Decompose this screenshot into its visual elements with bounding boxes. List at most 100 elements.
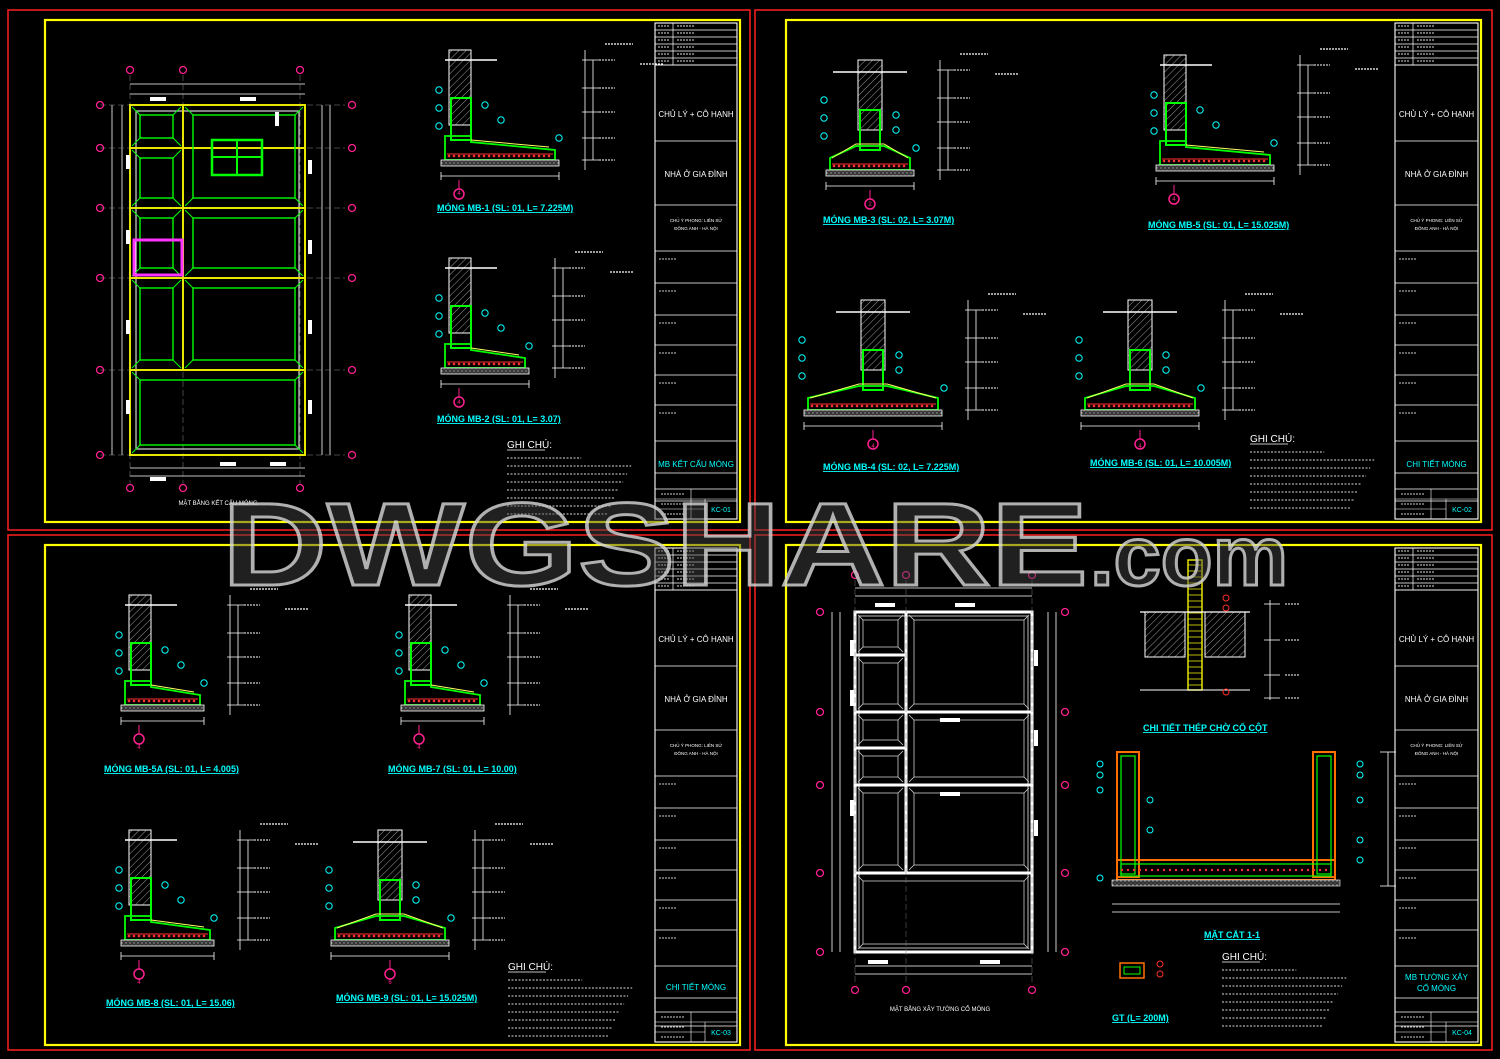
callout-bubbles: [395, 631, 488, 687]
title-block-drawing-title: MB KẾT CẤU MÓNG: [658, 459, 734, 469]
grid-axis-marker: [1027, 985, 1037, 995]
title-block-drawing-title: MB TƯỜNG XÂY: [1405, 973, 1469, 982]
grid-axis-marker: [95, 273, 105, 283]
grid-axis-marker: [347, 273, 357, 283]
rebar-dots: [337, 934, 441, 938]
grid-axis-marker: [178, 65, 188, 75]
grid-axis-marker: [850, 985, 860, 995]
plan-caption: MẶT BẰNG KẾT CẤU MÓNG: [178, 499, 257, 507]
section-marker-number: 4: [457, 191, 461, 197]
grid-axis-marker: [1060, 780, 1070, 790]
elevation-ladder: [1222, 293, 1303, 420]
rebar-dots: [447, 362, 521, 366]
footing-section-detail: [1150, 48, 1378, 205]
section-marker-number: 4: [137, 745, 141, 751]
tie-beam-detail: [1119, 960, 1164, 979]
grid-axis-marker: [347, 143, 357, 153]
watermark-main: DWGSHARE: [222, 479, 1088, 611]
footing-section-detail: [820, 53, 1018, 210]
notes-heading: GHI CHÚ:: [507, 438, 552, 451]
elevation-ladder: [227, 588, 308, 715]
detail-label: MÓNG MB-6 (SL: 01, L= 10.005M): [1090, 457, 1231, 468]
grid-axis-marker: [347, 450, 357, 460]
title-block: CHỦ LÝ + CÔ HẠNH NHÀ Ở GIA ĐÌNH CHỦ Ý PHON…: [654, 22, 738, 520]
rebar-dots: [1162, 159, 1266, 163]
drawing-frame: [43, 18, 742, 524]
title-block-drawing-title-2: CỔ MÓNG: [1417, 984, 1456, 993]
text-placeholder: [1222, 969, 1347, 1027]
footing-section-detail: [115, 823, 318, 980]
callout-bubbles: [115, 631, 208, 687]
elevation-ladder: [582, 43, 663, 170]
title-block-drawing-title: CHI TIẾT MÓNG: [666, 982, 726, 992]
footing-section-detail: [435, 43, 663, 200]
grid-axis-marker: [815, 780, 825, 790]
section-1-1: [1096, 751, 1396, 913]
sheet-border: [7, 9, 751, 531]
grid-axis-marker: [850, 570, 860, 580]
title-block-sheet-number: KC-02: [1452, 507, 1472, 514]
rebar-dots: [832, 164, 906, 168]
rebar-dots: [407, 699, 476, 703]
title-block-project: NHÀ Ở GIA ĐÌNH: [1405, 170, 1469, 179]
footing-section-detail: [325, 823, 553, 980]
elevation-ladder: [507, 588, 588, 715]
grid-axis-marker: [95, 143, 105, 153]
title-block-sheet-number: KC-01: [711, 507, 731, 514]
grid-axis-marker: [1060, 607, 1070, 617]
detail-label: MÓNG MB-9 (SL: 01, L= 15.025M): [336, 992, 477, 1003]
sheet-border: [754, 534, 1493, 1051]
title-block-owner: CHỦ LÝ + CÔ HẠNH: [658, 110, 734, 119]
section-marker-number: 4: [1172, 197, 1176, 203]
title-block-owner: CHỦ LÝ + CÔ HẠNH: [1399, 635, 1475, 644]
detail-label: MẶT CẮT 1-1: [1204, 930, 1260, 940]
title-block-address: CHỦ Ý PHONG: LIÊN SỬ: [670, 216, 723, 223]
section-marker: [133, 733, 145, 745]
elevation-ladder: [552, 251, 633, 378]
title-block-address: CHỦ Ý PHONG: LIÊN SỬ: [1410, 216, 1463, 223]
grid-axis-marker: [347, 100, 357, 110]
footing-section-detail: [798, 293, 1046, 450]
grid-axis-marker: [95, 100, 105, 110]
grid-axis-marker: [1060, 868, 1070, 878]
section-marker: [384, 968, 396, 980]
section-marker-number: 2: [868, 202, 872, 208]
section-marker: [133, 968, 145, 980]
rebar-dots: [127, 934, 206, 938]
footing-section-detail: [115, 588, 308, 745]
title-block-owner: CHỦ LÝ + CÔ HẠNH: [658, 635, 734, 644]
section-marker: [413, 733, 425, 745]
grid-axis-marker: [347, 365, 357, 375]
grid-axis-marker: [1027, 570, 1037, 580]
elevation-ladder: [965, 293, 1046, 420]
title-block-project: NHÀ Ở GIA ĐÌNH: [664, 170, 728, 179]
elevation-ladder: [1297, 48, 1378, 175]
detail-label: GT (L= 200M): [1112, 1013, 1169, 1023]
grid-axis-marker: [295, 483, 305, 493]
detail-label: MÓNG MB-1 (SL: 01, L= 7.225M): [437, 202, 573, 213]
detail-label: MÓNG MB-4 (SL: 02, L= 7.225M): [823, 461, 959, 472]
text-placeholder: [1250, 451, 1375, 509]
rebar-dots: [127, 699, 196, 703]
wall-plan: MẶT BẰNG XÂY TƯỜNG CỔ MÓNG: [815, 570, 1070, 1013]
notes-heading: GHI CHÚ:: [1222, 950, 1267, 963]
elevation-ladder: [237, 823, 318, 950]
section-marker-number: 4: [871, 444, 875, 450]
callout-bubbles: [325, 866, 455, 922]
detail-label: MÓNG MB-5A (SL: 01, L= 4.005): [104, 763, 239, 774]
callout-bubbles: [820, 96, 920, 152]
section-marker-number: 4: [457, 400, 461, 406]
callout-bubbles: [1075, 336, 1205, 392]
title-block-address-2: ĐÔNG ANH - HÀ NỘI: [1415, 225, 1459, 231]
grid-axis-marker: [815, 607, 825, 617]
grid-axis-marker: [815, 947, 825, 957]
foundation-plan: MẶT BẰNG KẾT CẤU MÓNG: [95, 65, 357, 507]
notes-heading: GHI CHÚ:: [508, 960, 553, 973]
section-marker-number: 4: [137, 980, 141, 986]
general-notes: GHI CHÚ:: [1250, 432, 1375, 509]
